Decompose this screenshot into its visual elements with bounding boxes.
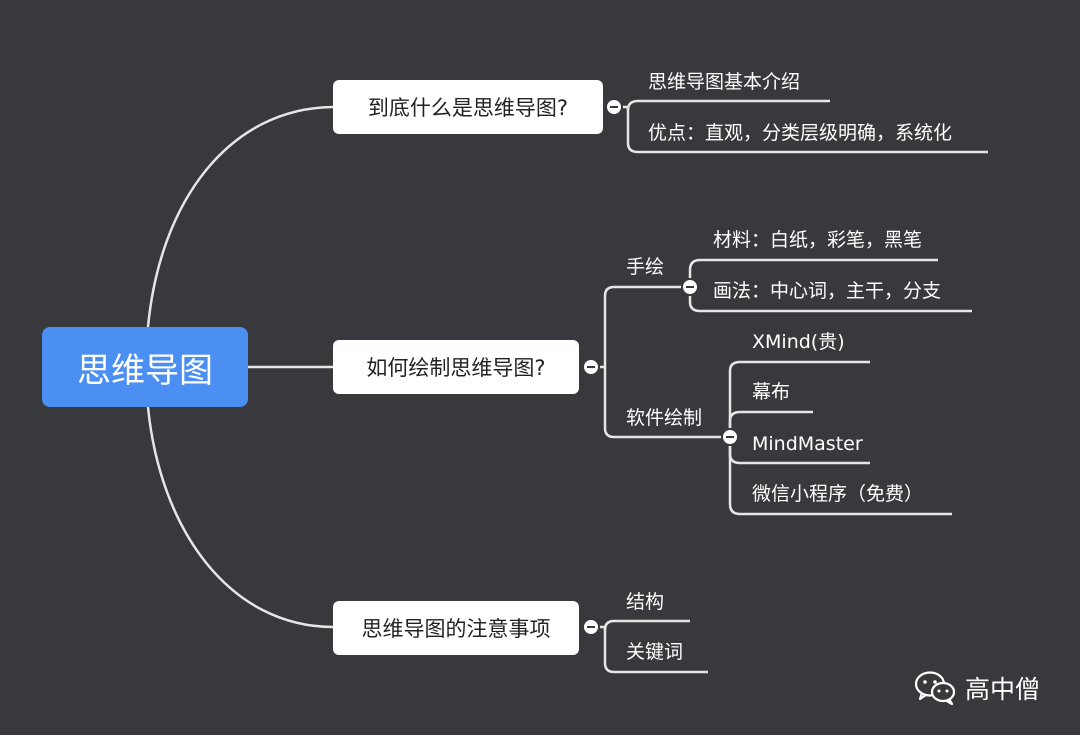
topic-mindmaster[interactable]: MindMaster <box>752 433 863 455</box>
topic-structure[interactable]: 结构 <box>626 591 665 613</box>
connector-b1-trunk <box>612 105 988 154</box>
connector-central-branch-1 <box>146 105 334 328</box>
connector-central-branch-3 <box>146 406 334 629</box>
topic-hand-draw[interactable]: 手绘 <box>626 256 665 278</box>
topic-materials[interactable]: 材料：白纸，彩笔，黑笔 <box>713 229 923 251</box>
watermark: 高中僧 <box>915 670 1040 706</box>
connector-sw-child-1 <box>728 360 870 437</box>
topic-keywords[interactable]: 关键词 <box>626 641 684 663</box>
collapse-button-branch-2[interactable] <box>582 358 600 376</box>
main-topic-notes[interactable]: 思维导图的注意事项 <box>333 601 579 655</box>
connector-hd-child-2 <box>688 287 972 313</box>
topic-advantages[interactable]: 优点：直观，分类层级明确，系统化 <box>648 122 953 144</box>
central-topic[interactable]: 思维导图 <box>42 327 248 407</box>
collapse-button-software[interactable] <box>721 428 739 446</box>
topic-method[interactable]: 画法：中心词，主干，分支 <box>713 280 942 302</box>
connector-hd-child-1 <box>688 258 938 287</box>
connector-b3-child-2 <box>603 627 708 674</box>
topic-wechat-miniprogram[interactable]: 微信小程序（免费） <box>752 483 924 505</box>
connector-b3-child-1 <box>603 619 690 631</box>
connector-sw-child-2 <box>728 410 813 437</box>
collapse-button-branch-3[interactable] <box>582 618 600 636</box>
watermark-text: 高中僧 <box>965 675 1041 704</box>
topic-software-draw[interactable]: 软件绘制 <box>626 407 703 429</box>
topic-xmind[interactable]: XMind(贵) <box>752 331 845 353</box>
main-topic-what-is-mindmap[interactable]: 到底什么是思维导图? <box>333 80 603 134</box>
connector-b2-software <box>603 367 730 439</box>
connector-b1-child-1 <box>626 99 830 111</box>
connector-b2-handdraw <box>603 285 690 367</box>
collapse-button-branch-1[interactable] <box>605 98 623 116</box>
main-topic-how-to-draw[interactable]: 如何绘制思维导图? <box>333 340 579 394</box>
wechat-icon <box>915 671 956 705</box>
topic-basic-intro[interactable]: 思维导图基本介绍 <box>648 71 801 93</box>
topic-mubu[interactable]: 幕布 <box>752 381 791 403</box>
connector-sw-child-4 <box>728 437 952 516</box>
collapse-button-handdraw[interactable] <box>681 278 699 296</box>
